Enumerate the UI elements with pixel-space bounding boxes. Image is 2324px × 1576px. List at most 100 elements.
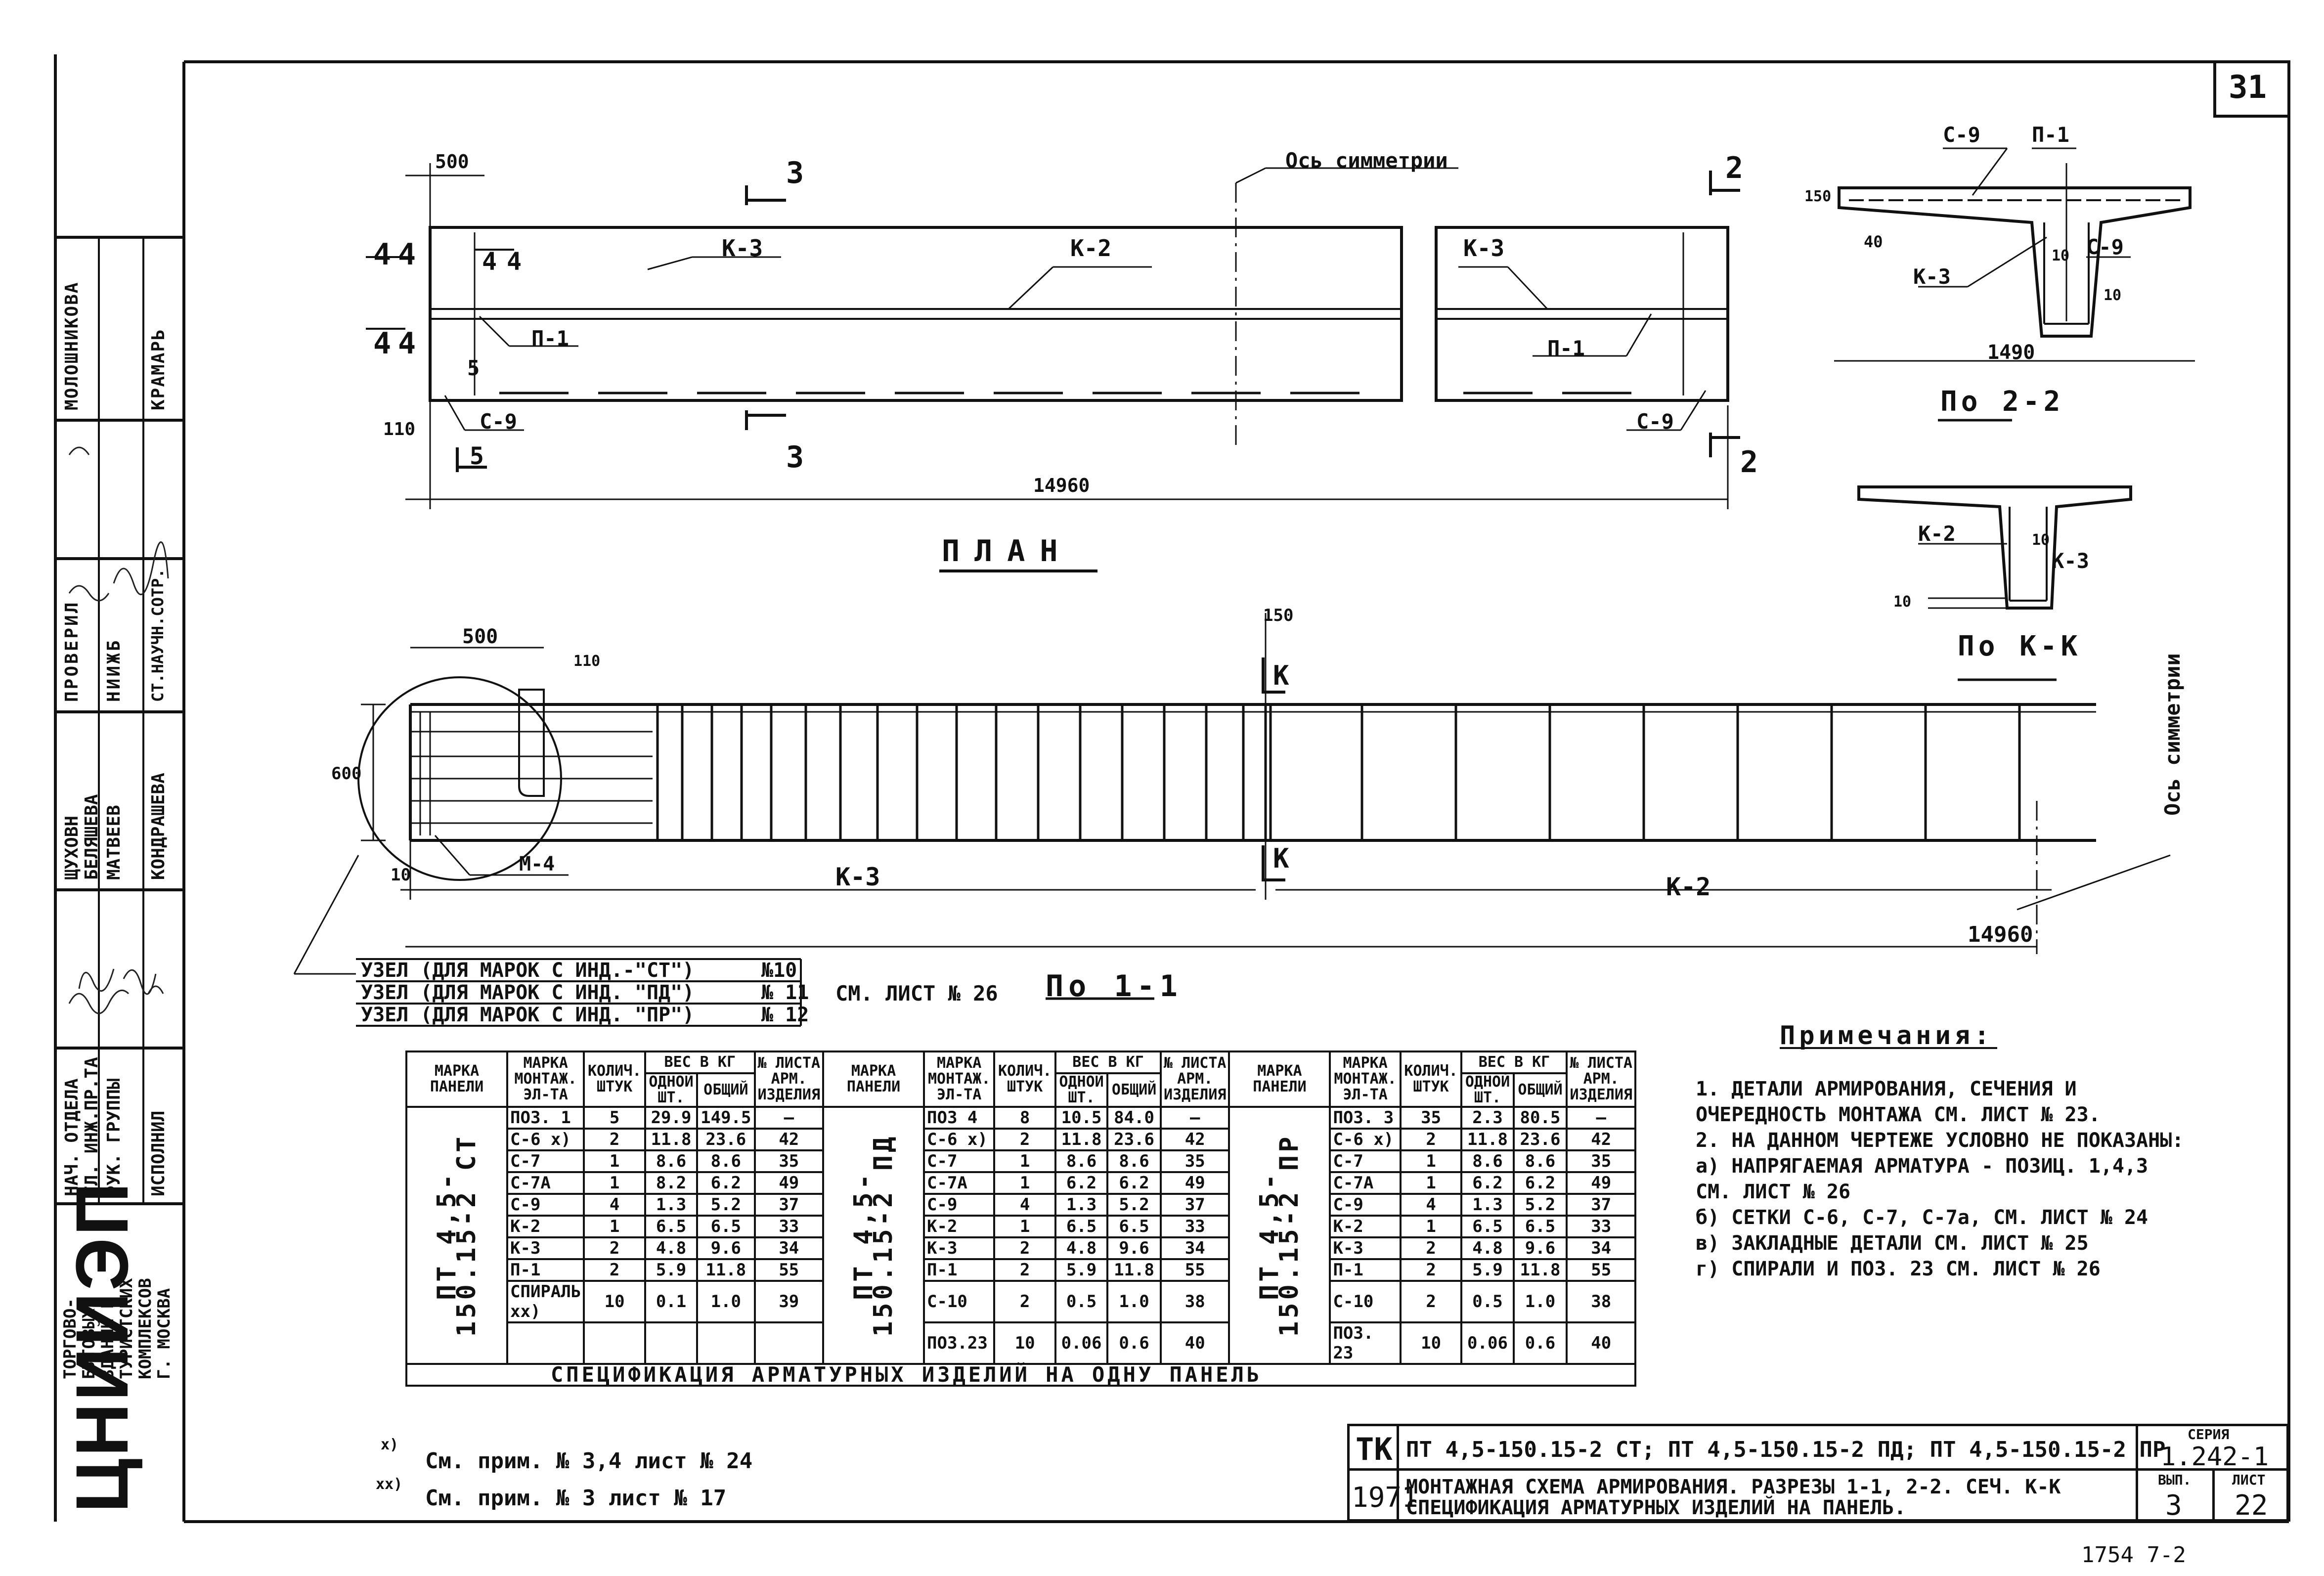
table-cell: 8.6 — [696, 1149, 756, 1173]
table-cell: 0.6 — [1106, 1321, 1162, 1365]
hdr-one-2: ОДНОЙ ШТ. — [1054, 1072, 1109, 1108]
footnote-1-mark: x) — [381, 1436, 399, 1453]
table-cell: 42 — [1160, 1128, 1230, 1151]
table-cell: 1.0 — [1512, 1280, 1568, 1323]
section-kk-drawing — [1857, 485, 2132, 681]
s22-d10b: 10 — [2104, 287, 2122, 304]
table-cell: 38 — [1566, 1280, 1636, 1323]
titleblock-series: СЕРИЯ 1.242-1 — [2136, 1424, 2289, 1472]
table-cell: 49 — [1566, 1171, 1636, 1195]
s11-d150: 150 — [1263, 606, 1294, 625]
table-cell: 5.9 — [1460, 1258, 1515, 1282]
table-cell: 33 — [1566, 1215, 1636, 1238]
footnote-1: См. прим. № 3,4 лист № 24 — [425, 1448, 753, 1474]
table-cell: 1 — [993, 1149, 1057, 1173]
table-cell — [696, 1321, 756, 1365]
table-cell: 8.6 — [1054, 1149, 1109, 1173]
titleblock-tk: ТК — [1347, 1424, 1399, 1471]
table-cell: 8 — [993, 1106, 1057, 1130]
hdr-total-2: ОБЩИЙ — [1106, 1072, 1162, 1108]
table-cell: 1.3 — [644, 1193, 699, 1217]
table-cell: 8.6 — [1512, 1149, 1568, 1173]
footnote-2: См. прим. № 3 лист № 17 — [425, 1486, 727, 1511]
node-row-2: УЗЕЛ (ДЛЯ МАРОК С ИНД. "ПД") — [361, 981, 695, 1004]
table-cell: 6.5 — [1512, 1215, 1568, 1238]
table-cell: 6.2 — [696, 1171, 756, 1195]
s11-d14960: 14960 — [1968, 922, 2033, 947]
table-cell: 2 — [583, 1236, 646, 1260]
table-cell: — — [1566, 1106, 1636, 1130]
table-cell: 2 — [993, 1280, 1057, 1323]
hdr-qty-2: КОЛИЧ. ШТУК — [993, 1051, 1057, 1108]
table-cell: 0.06 — [1460, 1321, 1515, 1365]
s22-p1: П-1 — [2032, 123, 2069, 147]
table-cell: 6.5 — [644, 1215, 699, 1238]
table-cell: П-1 — [506, 1258, 585, 1282]
table-cell: 23.6 — [696, 1128, 756, 1151]
plan-section-4d: 4 — [398, 326, 416, 361]
table-cell: 1.3 — [1054, 1193, 1109, 1217]
plan-axis-label: Ось симметрии — [1285, 148, 1448, 173]
table-cell: 8.6 — [1106, 1149, 1162, 1173]
titleblock-desc-line-2: СПЕЦИФИКАЦИЯ АРМАТУРНЫХ ИЗДЕЛИЙ НА ПАНЕЛ… — [1406, 1496, 1906, 1519]
table-cell: 6.5 — [1106, 1215, 1162, 1238]
table-cell: 1 — [1399, 1171, 1463, 1195]
hdr-one-1: ОДНОЙ ШТ. — [644, 1072, 699, 1108]
table-cell: 6.2 — [1460, 1171, 1515, 1195]
table-cell: 11.8 — [1106, 1258, 1162, 1282]
table-cell: 2 — [993, 1128, 1057, 1151]
table-cell: 2 — [583, 1258, 646, 1282]
s22-d40: 40 — [1864, 232, 1883, 251]
notes-line-7: в) ЗАКЛАДНЫЕ ДЕТАЛИ СМ. ЛИСТ № 25 — [1696, 1232, 2089, 1255]
titleblock-series-label: СЕРИЯ — [2188, 1426, 2230, 1443]
titleblock-issue: ВЫП. 3 — [2136, 1468, 2215, 1522]
plan-section-44b: 4 — [507, 247, 522, 276]
skk-d10b: 10 — [1893, 593, 1912, 611]
table-cell: 4.8 — [644, 1236, 699, 1260]
table-cell: 42 — [753, 1128, 825, 1151]
skk-k3: К-3 — [2052, 549, 2089, 573]
table-cell: 11.8 — [1460, 1128, 1515, 1151]
titleblock-desc: МОНТАЖНАЯ СХЕМА АРМИРОВАНИЯ. РАЗРЕЗЫ 1-1… — [1397, 1468, 2138, 1522]
table-cell: 55 — [1566, 1258, 1636, 1282]
table-cell: 9.6 — [1512, 1236, 1568, 1260]
plan-section-44: 4 — [482, 247, 497, 276]
titleblock-desc-line-1: МОНТАЖНАЯ СХЕМА АРМИРОВАНИЯ. РАЗРЕЗЫ 1-1… — [1406, 1476, 2061, 1498]
s11-kk2: К — [1273, 843, 1289, 874]
s11-m4: М-4 — [519, 853, 555, 876]
plan-section-5b: 5 — [470, 442, 484, 470]
table-cell: 2 — [1399, 1280, 1463, 1323]
table-cell: С-7А — [1329, 1171, 1402, 1195]
plan-dim-500: 500 — [435, 151, 469, 173]
table-cell: 5.9 — [644, 1258, 699, 1282]
table-cell: 5.2 — [1512, 1193, 1568, 1217]
spec-table: МАРКА ПАНЕЛИ МАРКА МОНТАЖ. ЭЛ-ТА КОЛИЧ. … — [405, 1051, 1636, 1387]
hdr-total-1: ОБЩИЙ — [696, 1072, 756, 1108]
table-cell: 0.1 — [644, 1280, 699, 1323]
table-cell: 2 — [993, 1236, 1057, 1260]
notes-line-6: б) СЕТКИ С-6, С-7, С-7а, СМ. ЛИСТ № 24 — [1696, 1206, 2149, 1229]
table-cell: К-2 — [1329, 1215, 1402, 1238]
table-cell: 2 — [1399, 1128, 1463, 1151]
node-row-2-sheet: № 11 — [761, 981, 809, 1004]
table-cell: 6.2 — [1054, 1171, 1109, 1195]
notes-line-8: г) СПИРАЛИ И ПОЗ. 23 СМ. ЛИСТ № 26 — [1696, 1258, 2101, 1280]
table-cell: СПИРАЛЬ xx) — [506, 1280, 585, 1323]
table-cell: 4 — [993, 1193, 1057, 1217]
plan-section-4a: 4 — [373, 237, 392, 272]
table-cell: П-1 — [923, 1258, 996, 1282]
table-cell — [506, 1321, 585, 1365]
hdr-sheet-3: № ЛИСТА АРМ. ИЗДЕЛИЯ — [1566, 1051, 1636, 1108]
hdr-element-1: МАРКА МОНТАЖ. ЭЛ-ТА — [506, 1051, 585, 1108]
table-cell: 6.2 — [1106, 1171, 1162, 1195]
plan-dim-110: 110 — [383, 419, 416, 439]
titleblock-sheet-value: 22 — [2235, 1489, 2268, 1522]
table-cell: С-10 — [1329, 1280, 1402, 1323]
s11-kk1: К — [1273, 660, 1289, 691]
s11-d110: 110 — [573, 653, 601, 670]
panel-mark-2: ПТ 4,5-150.15-2 ПД — [823, 1107, 924, 1364]
table-cell: ПОЗ. 1 — [506, 1106, 585, 1130]
